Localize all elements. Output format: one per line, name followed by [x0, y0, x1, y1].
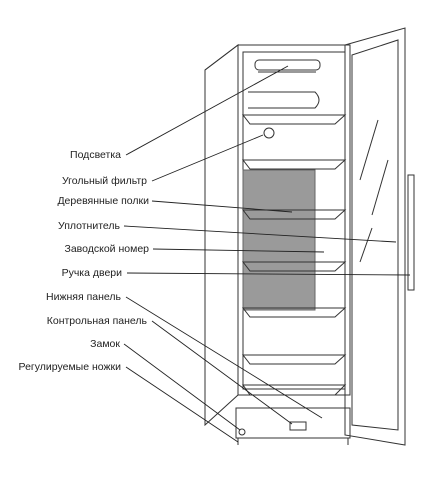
glass-reflection-1	[360, 120, 378, 180]
leader-backlight	[126, 66, 288, 155]
door-glass	[352, 40, 398, 430]
label-backlight: Подсветка	[70, 149, 121, 161]
leader-bottom-panel	[126, 297, 322, 418]
shelf-1	[243, 115, 345, 124]
door-outer	[345, 28, 405, 445]
shelf-6	[243, 355, 345, 364]
labels: Подсветка Угольный фильтр Деревянные пол…	[19, 149, 150, 373]
shelf-2	[243, 160, 345, 169]
back-panel	[243, 170, 315, 310]
glass-reflection-3	[360, 228, 372, 262]
bottom-panel-shape	[243, 385, 345, 395]
carbon-filter-shape	[264, 128, 274, 138]
fan-cylinder	[248, 92, 319, 108]
light-fixture	[255, 60, 320, 70]
base-drawer	[236, 408, 350, 438]
label-serial-number: Заводской номер	[65, 243, 150, 255]
label-seal: Уплотнитель	[58, 220, 121, 232]
cabinet-top-edge	[205, 45, 238, 70]
cabinet-side-wall	[205, 45, 238, 425]
label-adjustable-feet: Регулируемые ножки	[19, 361, 122, 373]
label-carbon-filter: Угольный фильтр	[62, 175, 147, 187]
control-panel-display	[290, 422, 306, 430]
leader-adjustable-feet	[126, 367, 238, 442]
glass-reflection-2	[372, 160, 388, 215]
label-lock: Замок	[90, 338, 120, 350]
door-handle-shape	[408, 175, 414, 290]
label-control-panel: Контрольная панель	[47, 315, 148, 327]
leader-control-panel	[152, 321, 292, 424]
label-door-handle: Ручка двери	[62, 267, 123, 279]
label-bottom-panel: Нижняя панель	[46, 291, 122, 303]
label-wooden-shelves: Деревянные полки	[57, 195, 149, 207]
